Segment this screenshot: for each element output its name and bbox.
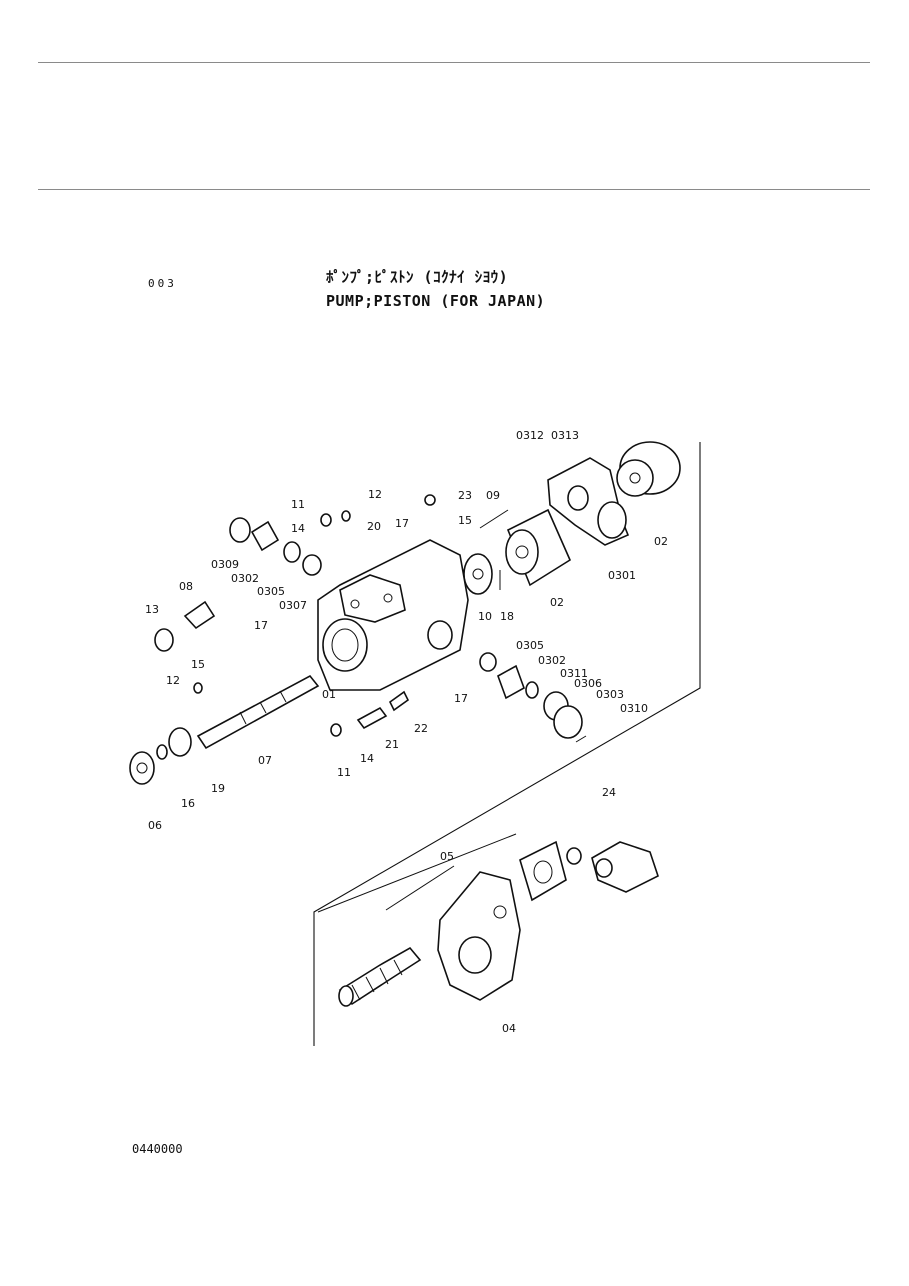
part-cover-0303 <box>553 705 583 739</box>
part-plug-11-upper <box>320 513 332 527</box>
callout-11-top: 11 <box>291 498 305 511</box>
callout-22: 22 <box>414 722 428 735</box>
callout-18: 18 <box>500 610 514 623</box>
upper-frame-line <box>313 442 701 1046</box>
part-snap-ring-0309 <box>229 517 251 543</box>
diagram-code: 0440000 <box>132 1142 183 1156</box>
part-main-housing <box>317 539 469 691</box>
callout-14-lower: 14 <box>360 752 374 765</box>
part-cylinder-block <box>505 508 572 587</box>
part-plug-23 <box>424 494 436 506</box>
part-pin-09 <box>479 509 509 529</box>
title-english: PUMP;PISTON (FOR JAPAN) <box>326 292 546 310</box>
callout-08: 08 <box>179 580 193 593</box>
part-drive-shaft <box>196 674 320 750</box>
callout-04: 04 <box>502 1022 516 1035</box>
callout-20: 20 <box>367 520 381 533</box>
callout-05: 05 <box>440 850 454 863</box>
callout-0307: 0307 <box>279 599 307 612</box>
callout-01: 01 <box>322 688 336 701</box>
callout-0312: 0312 <box>516 429 544 442</box>
callout-0306: 0306 <box>574 677 602 690</box>
callout-11-lower: 11 <box>337 766 351 779</box>
part-bearing-0305-right <box>479 652 497 672</box>
callout-15-top: 15 <box>458 514 472 527</box>
part-valve-22 <box>388 690 410 712</box>
callout-19: 19 <box>211 782 225 795</box>
part-plug-12-upper <box>341 510 351 522</box>
callout-0305-right: 0305 <box>516 639 544 652</box>
callout-14-top: 14 <box>291 522 305 535</box>
callout-0310: 0310 <box>620 702 648 715</box>
part-plug-12-lower <box>193 682 203 694</box>
callout-17-top: 17 <box>395 517 409 530</box>
page-number: 003 <box>148 277 177 290</box>
title-japanese: ﾎﾟﾝﾌﾟ;ﾋﾟｽﾄﾝ (ｺｸﾅｲ ｼﾖｳ) <box>326 268 509 286</box>
callout-0301: 0301 <box>608 569 636 582</box>
part-cover-13 <box>154 628 174 652</box>
callout-02-top: 02 <box>654 535 668 548</box>
callout-0311: 0311 <box>560 667 588 680</box>
part-end-cover <box>616 441 681 497</box>
callout-0313: 0313 <box>551 429 579 442</box>
callout-09: 09 <box>486 489 500 502</box>
callout-0302-left: 0302 <box>231 572 259 585</box>
part-plug-08 <box>183 600 216 630</box>
callout-06: 06 <box>148 819 162 832</box>
callout-0303: 0303 <box>596 688 624 701</box>
callout-15-left: 15 <box>191 658 205 671</box>
part-plug-0302-right <box>497 664 525 700</box>
callout-21: 21 <box>385 738 399 751</box>
callout-0302-right: 0302 <box>538 654 566 667</box>
top-rule <box>38 62 870 63</box>
callout-12-top: 12 <box>368 488 382 501</box>
part-bearing-19 <box>168 727 192 757</box>
callout-07: 07 <box>258 754 272 767</box>
lower-assembly <box>317 833 659 1007</box>
callout-23: 23 <box>458 489 472 502</box>
part-ring-0311 <box>525 681 539 699</box>
callout-13: 13 <box>145 603 159 616</box>
part-bearing-0305-left <box>283 541 301 563</box>
callout-02-mid: 02 <box>550 596 564 609</box>
callout-12-left: 12 <box>166 674 180 687</box>
callout-0305-left: 0305 <box>257 585 285 598</box>
part-valve-21 <box>356 706 388 730</box>
header-rule <box>38 189 870 190</box>
part-plug-0302-left <box>250 520 280 552</box>
part-oil-seal-06 <box>129 751 155 785</box>
part-o-ring-0307 <box>302 554 322 576</box>
part-bolt-0310 <box>575 735 587 743</box>
callout-10: 10 <box>478 610 492 623</box>
callout-0309: 0309 <box>211 558 239 571</box>
callout-24: 24 <box>602 786 616 799</box>
part-valve-plate <box>463 553 493 595</box>
part-plug-11-lower <box>330 723 342 737</box>
part-regulator-block <box>547 457 630 546</box>
callout-16: 16 <box>181 797 195 810</box>
callout-17-right: 17 <box>454 692 468 705</box>
part-ring-16 <box>156 744 168 760</box>
callout-17-left: 17 <box>254 619 268 632</box>
